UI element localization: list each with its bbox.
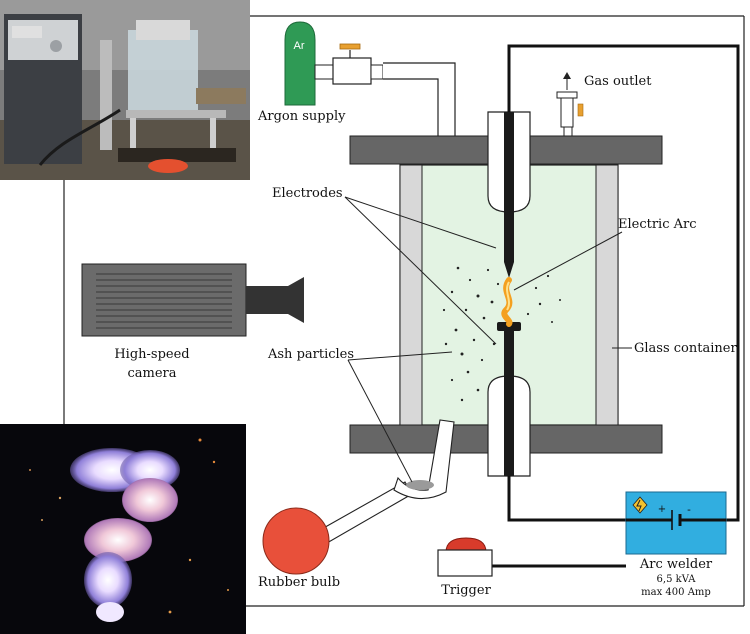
trigger-button [437, 537, 493, 577]
setup-photo [0, 0, 250, 180]
argon-cylinder: Ar [284, 21, 316, 106]
gas-outlet-label: Gas outlet [584, 74, 652, 89]
welder-minus: - [687, 503, 691, 516]
welder-spec-kva: 6,5 kVA [657, 574, 697, 585]
glass-container-label: Glass container [634, 341, 737, 356]
welder-spec-amp: max 400 Amp [641, 587, 711, 598]
arc-welder-label: Arc welder [639, 557, 713, 572]
electrodes-label: Electrodes [272, 186, 343, 201]
ash-particles-label: Ash particles [267, 347, 354, 362]
camera-label-line1: High-speed [114, 347, 189, 362]
welder-plus: + [658, 504, 666, 515]
arc-photo [0, 424, 246, 634]
high-speed-camera [81, 263, 304, 337]
trigger-label: Trigger [441, 583, 491, 598]
argon-supply-label: Argon supply [257, 109, 346, 124]
rubber-bulb-label: Rubber bulb [258, 575, 340, 590]
upper-electrode [504, 112, 514, 278]
electrodes-pointers [344, 196, 497, 345]
ash-particles-pointers [347, 351, 453, 483]
camera-label-line2: camera [127, 366, 176, 381]
electric-arc-pointer [513, 231, 623, 291]
arc-core [506, 281, 510, 311]
ar-tag: Ar [294, 40, 305, 52]
electric-arc-label: Electric Arc [618, 217, 697, 232]
circuit-wires [492, 44, 740, 568]
argon-valve [314, 43, 384, 85]
ash-particles-cloud [442, 266, 561, 402]
rubber-bulb-assembly [262, 419, 455, 575]
arc-welder: + - [625, 491, 727, 555]
